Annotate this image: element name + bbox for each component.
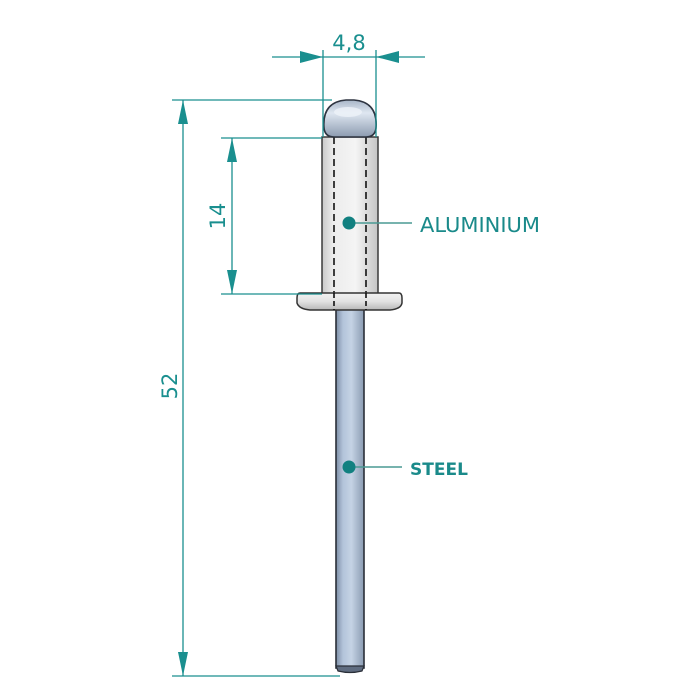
head-highlight <box>334 107 362 117</box>
arrow-left-icon <box>376 51 399 63</box>
dimension-body-length <box>221 137 322 295</box>
total-length-label: 52 <box>158 373 182 400</box>
mandrel-head <box>323 99 377 138</box>
material-label-steel: STEEL <box>410 460 468 480</box>
dimension-total-length <box>172 99 340 677</box>
callout-steel: STEEL <box>342 460 468 480</box>
body-length-label: 14 <box>206 203 230 230</box>
arrow-down-icon <box>227 270 237 294</box>
mandrel-shaft <box>335 305 365 669</box>
sleeve-body <box>321 136 379 296</box>
mandrel-tip <box>335 665 365 674</box>
arrow-down-icon <box>178 652 188 676</box>
dimension-head-diameter <box>272 50 425 137</box>
arrow-up-icon <box>178 100 188 124</box>
rivet <box>296 99 403 674</box>
callout-aluminium: ALUMINIUM <box>342 213 540 237</box>
callout-dot <box>342 460 356 474</box>
arrow-up-icon <box>227 138 237 162</box>
material-label-aluminium: ALUMINIUM <box>420 213 540 237</box>
arrow-right-icon <box>300 51 323 63</box>
head-diameter-label: 4,8 <box>332 31 365 55</box>
sleeve-flange <box>296 292 403 311</box>
callout-dot <box>342 216 356 230</box>
